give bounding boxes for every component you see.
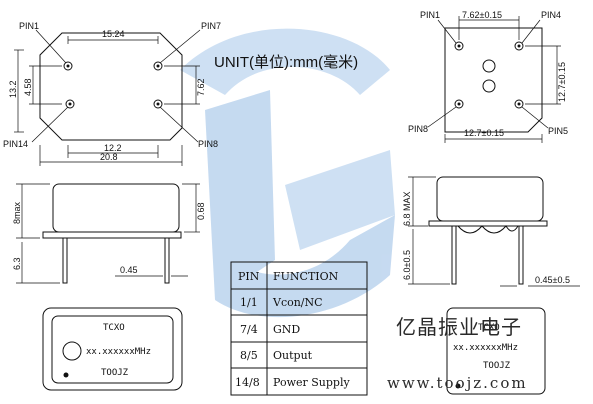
pin-label-pin4-right: PIN4: [541, 10, 561, 20]
lead-left-1: [62, 237, 68, 284]
dim-left-outer: 13.2: [8, 80, 18, 98]
watermark-url: www.toojz.com: [387, 374, 528, 392]
marking-inner-left: [51, 315, 174, 384]
dim-lead-length-right: 6.0±0.5: [402, 250, 412, 280]
table-frame: [230, 261, 368, 396]
side-view-right: 6.8 MAX 6.0±0.5 0.45±0.5: [402, 176, 580, 287]
pin-label-pin1-right: PIN1: [420, 10, 440, 20]
side-base-right: [428, 220, 548, 227]
pin-label-pin5-right: PIN5: [548, 126, 568, 136]
lead-left-2: [164, 237, 170, 284]
side-base-left: [42, 231, 182, 239]
table-cell-function: Vcon/NC: [272, 296, 323, 309]
marking-line-1-left: TCXO: [103, 323, 125, 333]
watermark-brand: 亿晶振业电子: [396, 315, 522, 339]
dim-bottom-inner-left: 12.2: [104, 143, 122, 153]
table-cell-function: Power Supply: [273, 376, 350, 389]
marking-view-left: TCXO xx.xxxxxxMHz TOOJZ: [42, 307, 183, 391]
dim-right-left: 7.62: [196, 78, 206, 96]
marking-outer-left: [42, 307, 183, 391]
dim-top-left: 15.24: [102, 29, 125, 39]
dim-pin-width-right: 0.45±0.5: [535, 275, 570, 285]
dim-height-left: 8max: [12, 201, 22, 224]
pin-holes-left: [63, 61, 163, 109]
unit-label: UNIT(单位):mm(毫米): [214, 53, 358, 71]
pin-label-pin8-right: PIN8: [408, 124, 428, 134]
table-cell-function: Output: [273, 349, 313, 362]
table-cell-pin: 1/1: [240, 296, 258, 309]
dim-lead-length-left: 6.3: [12, 257, 22, 270]
marking-line-2-right: xx.xxxxxxMHz: [453, 343, 518, 353]
top-view-left: 15.24 12.2 20.8 13.2 4.58 7.62 PIN1 PIN7…: [3, 21, 221, 166]
dim-right-right: 12.7±0.15: [557, 62, 567, 102]
side-body-right: [436, 176, 544, 222]
pin-label-pin7-left: PIN7: [201, 21, 221, 31]
pin-function-table: PIN FUNCTION 1/1 Vcon/NC 7/4 GND 8/5 Out…: [230, 261, 368, 396]
marking-line-2-left: xx.xxxxxxMHz: [86, 347, 151, 357]
table-header-function: FUNCTION: [273, 270, 339, 283]
top-view-right: 7.62±0.15 12.7±0.15 12.7±0.15 PIN1 PIN4 …: [408, 10, 568, 143]
table-cell-pin: 7/4: [240, 323, 258, 336]
dim-pin-width-left: 0.45: [120, 265, 138, 275]
package-outline-right: [444, 27, 543, 133]
marking-line-3-left: TOOJZ: [101, 368, 129, 378]
table-cell-pin: 8/5: [240, 349, 258, 362]
marking-view-right: TCXO xx.xxxxxxMHz TOOJZ: [446, 307, 546, 395]
dim-bottom-outer-left: 20.8: [100, 152, 118, 162]
side-body-left: [52, 183, 180, 233]
table-cell-function: GND: [273, 323, 300, 336]
marking-line-1-right: TCXO: [478, 323, 500, 333]
pin-holes-right: [454, 41, 524, 109]
package-outline-left: [39, 32, 183, 141]
dim-top-right: 7.62±0.15: [462, 10, 502, 20]
watermark-logo: [180, 28, 395, 318]
marking-circle-left: [62, 341, 82, 361]
lead-right-1: [451, 225, 457, 285]
crystal-curves: [457, 225, 519, 234]
pin-label-pin1-left: PIN1: [19, 21, 39, 31]
side-view-left: 8max 6.3 0.68 0.45: [12, 183, 206, 284]
dim-bottom-right: 12.7±0.15: [464, 128, 504, 138]
pin-label-pin8-left: PIN8: [198, 139, 218, 149]
dim-height-right: 6.8 MAX: [402, 191, 412, 226]
table-header-pin: PIN: [238, 270, 260, 283]
pin1-dot-right: [455, 383, 461, 389]
marking-line-3-right: TOOJZ: [483, 361, 511, 371]
dim-right-side-left: 0.68: [196, 202, 206, 220]
table-cell-pin: 14/8: [235, 376, 260, 389]
pin1-dot-left: [63, 372, 69, 378]
pin-label-pin14-left: PIN14: [3, 139, 28, 149]
lead-right-2: [518, 225, 524, 285]
marking-outer-right: [446, 307, 546, 395]
dim-left-inner: 4.58: [23, 78, 33, 96]
